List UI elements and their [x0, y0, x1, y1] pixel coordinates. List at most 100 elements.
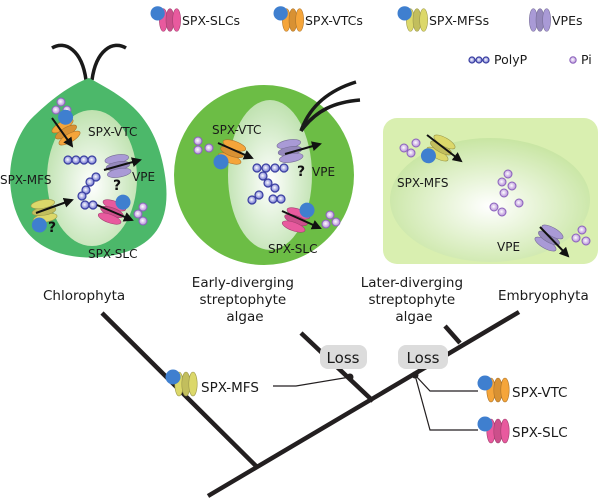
pi-icon [204, 143, 214, 153]
pi-icon [514, 198, 524, 208]
pi-icon [411, 138, 421, 148]
transport-arrow-icon [217, 142, 254, 160]
vacuole [390, 138, 590, 262]
label-spx-vtc-loss: SPX-VTC [512, 385, 567, 401]
spx-vtc-loss-icon [477, 375, 510, 403]
pi-icon [577, 225, 587, 235]
pi-icon [406, 148, 416, 158]
spx-domain-icon [273, 6, 288, 21]
spx-mfs-transporter [420, 134, 456, 164]
later-diverging-cell: SPX-MFS VPE [383, 118, 598, 264]
label-spx-slc: SPX-SLC [88, 247, 138, 261]
legend-pi-label: Pi [581, 52, 592, 67]
pi-icon [193, 145, 203, 155]
flagellum-icon [51, 43, 88, 81]
transport-arrow-icon [539, 226, 570, 258]
legend-slc-icon [150, 6, 181, 32]
pi-icon [571, 233, 581, 243]
transport-arrow-icon [284, 141, 322, 155]
label-spx-mfs: SPX-MFS [397, 176, 448, 190]
pi-icon [138, 202, 148, 212]
pi-icon [507, 181, 517, 191]
taxon-early-diverging: Early-diverging streptophyte algae [192, 275, 298, 325]
spx-domain-icon [58, 109, 74, 125]
question-mark: ? [48, 220, 56, 236]
spx-domain-icon [150, 6, 165, 21]
transport-arrow-icon [35, 198, 74, 214]
label-spx-mfs-loss: SPX-MFS [201, 380, 259, 396]
pi-icon [499, 188, 509, 198]
spx-domain-icon [299, 202, 315, 218]
polyp-icon [247, 190, 264, 205]
connector-vtc [414, 374, 478, 392]
early-diverging-cell: ? SPX-VTC VPE SPX-SLC [174, 80, 361, 265]
flagellum-icon [299, 98, 361, 133]
label-spx-vtc: SPX-VTC [212, 123, 261, 137]
transport-arrow-icon [96, 204, 134, 222]
spx-vtc-transporter [51, 109, 81, 146]
legend-slc-label: SPX-SLCs [182, 13, 240, 28]
pi-icon [138, 216, 148, 226]
legend-polyp-label: PolyP [494, 52, 528, 67]
pi-icon [193, 136, 203, 146]
spx-domain-icon [213, 154, 229, 170]
polyp-icon [63, 155, 97, 165]
svg-text:Loss: Loss [327, 349, 360, 367]
taxon-chlorophyta: Chlorophyta [43, 288, 125, 304]
branch-later-diverging [443, 324, 462, 345]
label-spx-slc: SPX-SLC [268, 242, 318, 256]
pi-icon [331, 217, 341, 227]
flagellum-icon [90, 43, 127, 81]
legend-vpe-icon [529, 8, 551, 32]
label-vpe: VPE [132, 170, 155, 184]
spx-domain-icon [31, 217, 47, 233]
spx-domain-icon [397, 6, 412, 21]
spx-mfs-loss-icon [165, 369, 198, 397]
polyp-icon [268, 194, 286, 204]
connector-slc [414, 374, 478, 431]
spx-domain-icon [420, 148, 436, 164]
pi-icon [489, 202, 499, 212]
chlorophyta-cell: ?? SPX-VTC VPE SPX-MFS SPX-SLC [0, 43, 167, 261]
legend-vtc-icon [273, 6, 304, 32]
legend-vpe-label: VPEs [552, 13, 583, 28]
question-mark: ? [297, 164, 305, 180]
loss-event-1: Loss [320, 345, 367, 369]
label-spx-vtc: SPX-VTC [88, 125, 137, 139]
spx-domain-icon [477, 416, 493, 432]
connector-mfs [273, 376, 351, 387]
label-spx-slc-loss: SPX-SLC [512, 425, 568, 441]
transport-arrow-icon [426, 134, 463, 163]
polyp-icon [77, 172, 101, 210]
pi-icon [51, 105, 61, 115]
legend-mfs-icon [397, 6, 428, 32]
phylogenetic-tree [100, 310, 521, 498]
pi-icon [325, 210, 335, 220]
flagellum-icon [299, 80, 357, 132]
polyp-icon [258, 171, 280, 193]
polyp-icon [468, 56, 490, 64]
spx-slc-loss-icon [477, 416, 510, 444]
spx-vtc-transporter [213, 139, 247, 170]
svg-text:Loss: Loss [407, 349, 440, 367]
polyp-icon [252, 163, 289, 173]
legend-vtc-label: SPX-VTCs [305, 13, 363, 28]
question-mark: ? [113, 178, 121, 194]
label-vpe: VPE [312, 165, 335, 179]
vpe-transporter [276, 139, 304, 163]
spx-domain-icon [477, 375, 493, 391]
pi-icon [497, 177, 507, 187]
tree-trunk [206, 310, 521, 498]
transport-arrow-icon [281, 210, 322, 230]
transport-arrow-icon [103, 157, 142, 171]
taxon-embryophyta: Embryophyta [498, 288, 589, 304]
spx-domain-icon [165, 369, 181, 385]
pi-icon [569, 56, 577, 64]
pi-icon [503, 169, 513, 179]
pi-icon [321, 219, 331, 229]
transport-arrow-icon [51, 117, 74, 148]
pi-icon [133, 209, 143, 219]
label-spx-mfs: SPX-MFS [0, 173, 51, 187]
